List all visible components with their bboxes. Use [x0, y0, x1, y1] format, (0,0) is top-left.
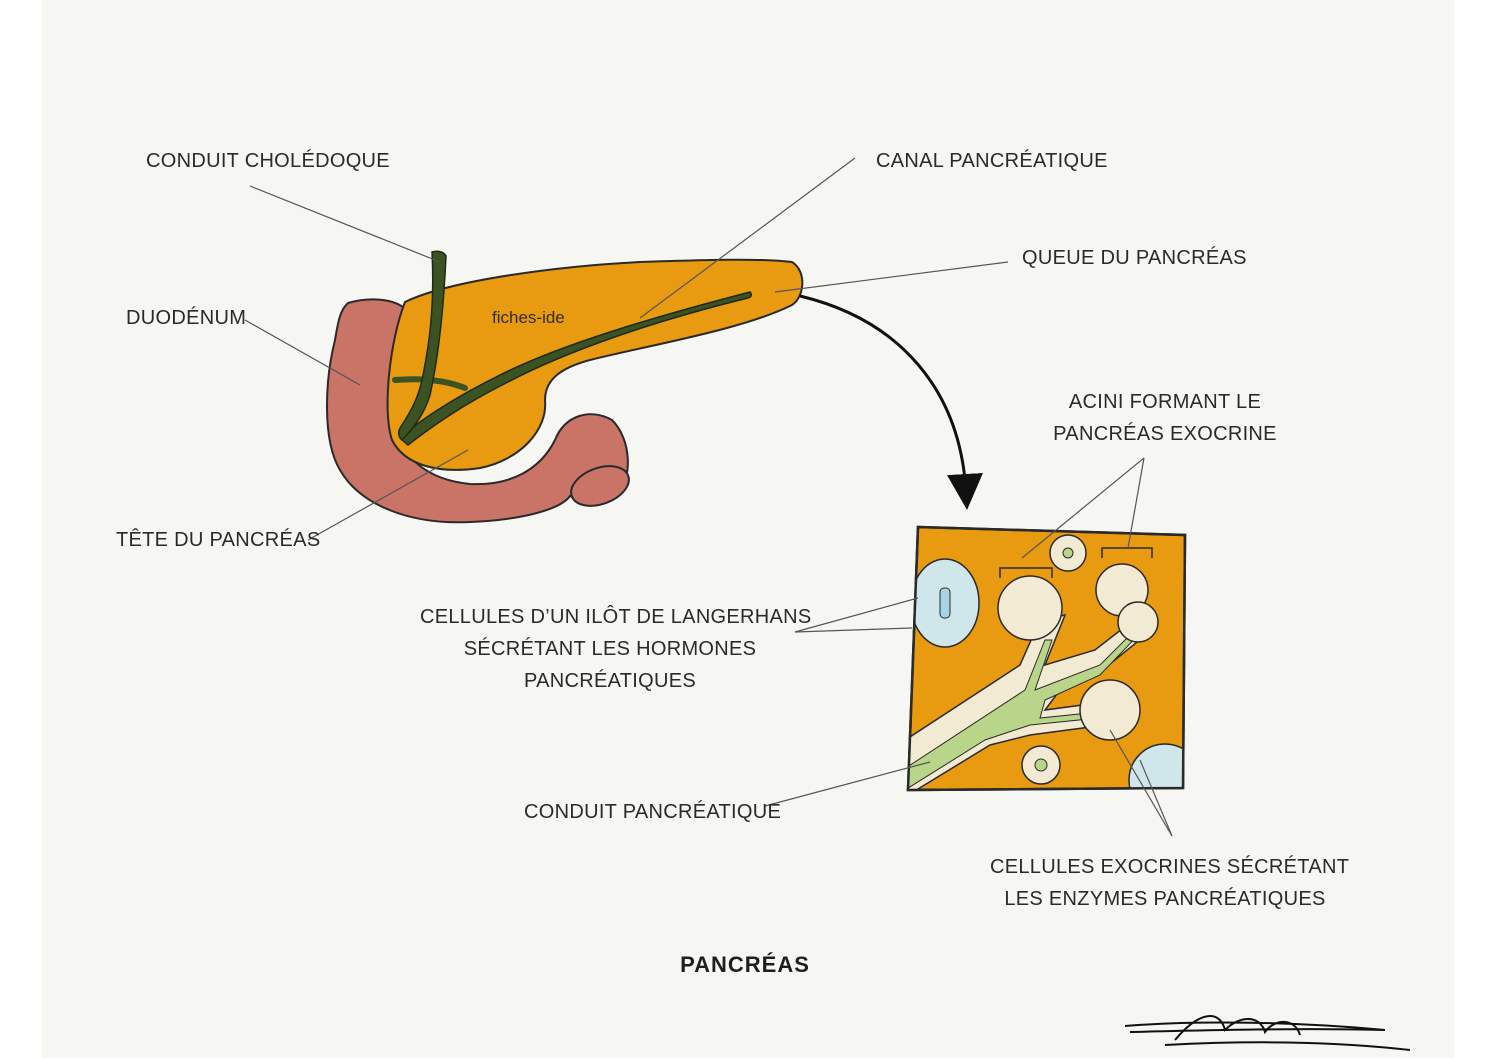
label-langerhans-line2: SÉCRÉTANT LES HORMONES — [463, 638, 757, 660]
signature — [1124, 1015, 1411, 1051]
label-conduit-choledoque: CONDUIT CHOLÉDOQUE — [146, 150, 390, 172]
leader-exocrines-2 — [1139, 759, 1173, 837]
tissue-duct-lumen — [908, 624, 1144, 790]
pancreas-body — [386, 258, 804, 471]
leader-acini-2 — [1127, 457, 1145, 549]
acini-bracket-right — [1101, 547, 1153, 558]
acinus-right — [1117, 601, 1159, 643]
islet-capillary — [939, 587, 951, 619]
duodenum-opening — [570, 465, 630, 507]
watermark-text: fiches-ide — [492, 308, 565, 327]
leader-acini-1 — [1021, 457, 1145, 559]
label-exocrines-line1: CELLULES EXOCRINES SÉCRÉTANT — [990, 856, 1350, 878]
leader-exocrines-1 — [1109, 729, 1173, 837]
leader-langerhans-1 — [794, 597, 919, 633]
label-acini-line2: PANCRÉAS EXOCRINE — [1053, 423, 1277, 445]
label-duodenum: DUODÉNUM — [126, 307, 247, 329]
label-canal-pancreatique: CANAL PANCRÉATIQUE — [876, 150, 1108, 172]
leader-duodenum — [244, 319, 361, 386]
leader-canal-pancreatique — [639, 157, 856, 319]
leader-tete — [307, 449, 469, 541]
zoom-arrow — [799, 294, 983, 510]
label-langerhans-line3: PANCRÉATIQUES — [523, 670, 697, 692]
label-queue-du-pancreas: QUEUE DU PANCRÉAS — [1022, 247, 1247, 269]
label-exocrines-line2: LES ENZYMES PANCRÉATIQUES — [1004, 888, 1326, 910]
label-conduit-pancreatique: CONDUIT PANCRÉATIQUE — [524, 801, 782, 823]
leader-lines — [244, 157, 1173, 837]
acinus-small-bottom-center — [1034, 758, 1048, 772]
label-langerhans-line1: CELLULES D’UN ILÔT DE LANGERHANS — [420, 606, 812, 628]
leader-queue — [774, 261, 1009, 293]
leader-conduit-pancreatique — [764, 761, 931, 807]
acinus-top-left — [997, 575, 1063, 641]
page-background — [42, 0, 1454, 1058]
tissue-border — [906, 525, 1187, 792]
acinus-small-top-center — [1062, 547, 1074, 559]
pancreatic-duct — [398, 291, 753, 446]
common-bile-duct — [397, 250, 447, 442]
acinus-lower-right — [1079, 679, 1141, 741]
label-acini-line1: ACINI FORMANT LE — [1068, 391, 1262, 413]
acini-bracket-left — [999, 567, 1053, 578]
diagram-title: PANCRÉAS — [680, 952, 810, 977]
leader-langerhans-2 — [794, 627, 913, 633]
leader-conduit-choledoque — [249, 185, 441, 263]
label-tete-du-pancreas: TÊTE DU PANCRÉAS — [116, 529, 321, 551]
